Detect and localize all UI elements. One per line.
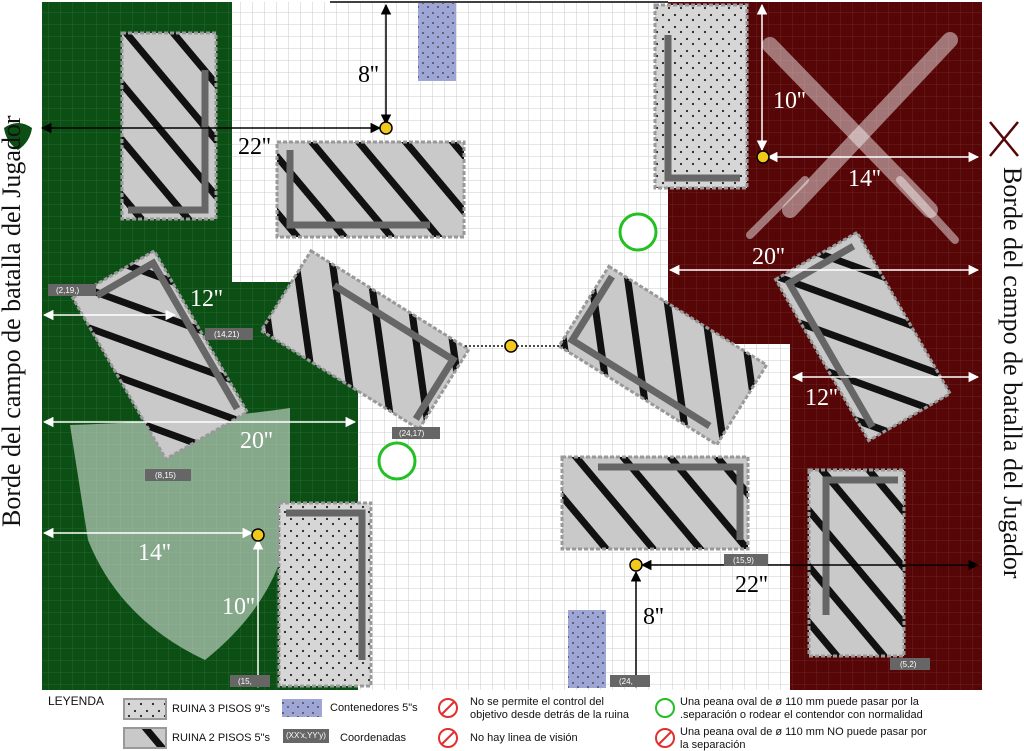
ruin-2-floors-left-tilted	[70, 248, 250, 462]
coordinate-label: (2,19,)	[56, 286, 79, 295]
coordinate-label: (14,21)	[214, 330, 240, 339]
ruin-2-floors-bottom-right	[807, 468, 906, 658]
objective-marker[interactable]	[756, 150, 770, 164]
coordinate-label: (5,2)	[900, 660, 917, 669]
container-bottom	[568, 610, 606, 688]
objective-marker[interactable]	[379, 121, 393, 135]
legend-coordinates-sample: (XX'x,YY'y)	[286, 731, 326, 740]
legend-ruin-2-floors: RUINA 2 PISOS 5"s	[172, 732, 271, 744]
coordinate-label: (24,17)	[399, 429, 425, 438]
coordinate-label: (24,	[619, 677, 633, 686]
distance-label: 10''	[222, 594, 255, 620]
shield-icon	[4, 123, 32, 150]
distance-label: 20''	[240, 428, 273, 454]
objective-marker[interactable]	[504, 339, 518, 353]
coordinate-label: (8,15)	[155, 471, 176, 480]
passable-gap-icon	[618, 212, 658, 252]
coordinate-label: (15,9)	[733, 556, 754, 565]
distance-label: 12''	[190, 286, 223, 312]
legend-containers: Contenedores 5"s	[330, 702, 418, 714]
legend-ruin-3-floors: RUINA 3 PISOS 9"s	[172, 703, 271, 715]
distance-label: 8''	[643, 604, 664, 630]
player-battlefield-edge-right: Borde del campo de batalla del Jugador	[998, 167, 1024, 579]
passable-gap-icon	[655, 698, 675, 718]
ruin-2-floors-top-left	[120, 31, 218, 221]
legend-no-control-line2: objetivo desde detrás de la ruina	[470, 709, 629, 721]
legend	[123, 698, 675, 749]
ruin-3-floors-top-right	[653, 3, 749, 190]
distance-label: 8''	[358, 62, 379, 88]
legend-no-control-line1: No se permite el control del	[470, 696, 604, 708]
ruin-2-floors-center-right-tilted	[557, 264, 769, 447]
legend-no-line-of-sight: No hay linea de visión	[470, 732, 578, 744]
distance-label: 10''	[773, 88, 806, 114]
ruin-3-floors-bottom-left	[277, 501, 373, 688]
legend-coordinates: Coordenadas	[340, 732, 407, 744]
player-battlefield-edge-left: Borde del campo de batalla del Jugador	[0, 115, 26, 527]
ruin-2-floors-center-left-tilted	[259, 248, 471, 432]
distance-label: 22''	[735, 572, 768, 598]
ruin-2-floors-bottom-center	[560, 455, 750, 551]
distance-label: 20''	[752, 244, 785, 270]
legend-oval-nopass-line2: la separación	[680, 739, 746, 751]
coordinate-label: (15,	[238, 677, 252, 686]
crossed-swords-icon	[989, 121, 1019, 157]
legend-title: LEYENDA	[48, 694, 105, 708]
crossed-swords-emblem	[746, 32, 959, 244]
ruin-2-floors-top-center	[275, 140, 466, 239]
distance-label: 14''	[848, 166, 881, 192]
legend-oval-nopass-line1: Una peana oval de ø 110 mm NO puede pasa…	[680, 726, 927, 738]
distance-label: 22''	[238, 134, 271, 160]
legend-oval-pass-line2: .separación o rodear el contendor con no…	[680, 709, 923, 721]
objective-marker[interactable]	[629, 558, 643, 572]
objective-marker[interactable]	[251, 528, 265, 542]
passable-gap-icon	[377, 441, 417, 481]
objective-markers	[251, 121, 770, 572]
legend-oval-pass-line1: Una peana oval de ø 110 mm puede pasar p…	[680, 696, 919, 708]
measure-lines	[40, 3, 980, 689]
container-top	[418, 3, 456, 81]
distance-label: 12''	[805, 385, 838, 411]
distance-label: 14''	[138, 540, 171, 566]
